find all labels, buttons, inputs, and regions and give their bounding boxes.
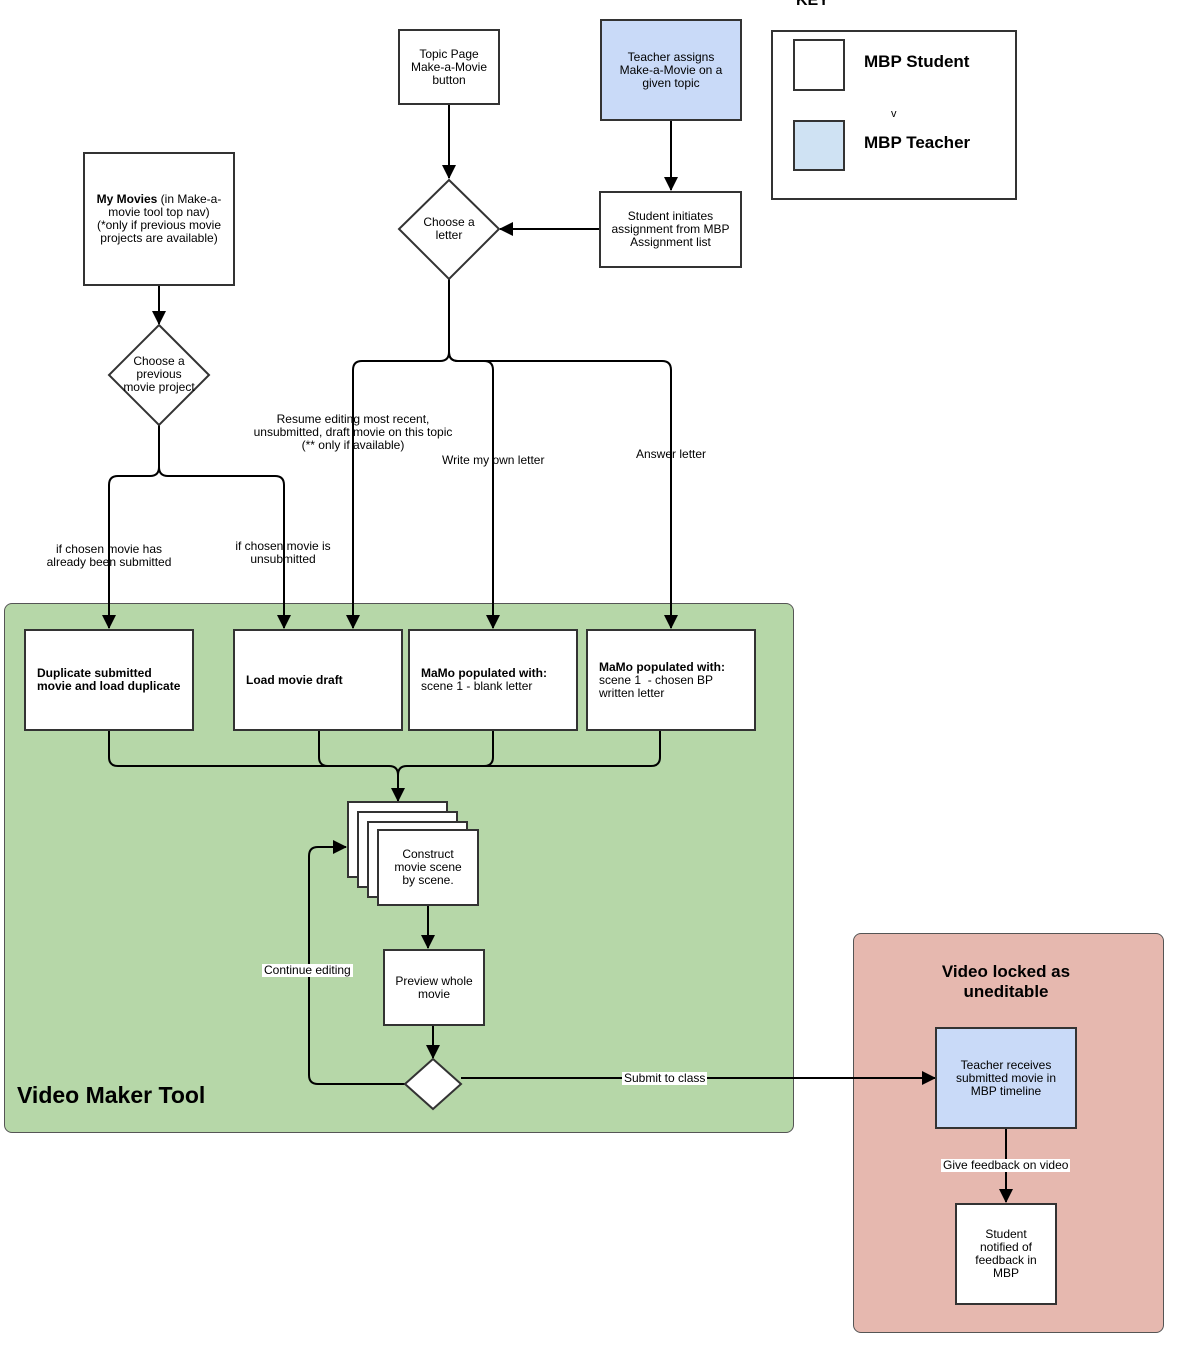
video-maker-tool-title: Video Maker Tool [17,1082,206,1108]
preview-text: Preview whole movie [395,973,473,1001]
teacher-receives-node: Teacher receives submitted movie in MBP … [935,1027,1077,1129]
construct-text: Construct movie scene by scene. [394,847,462,887]
student-initiates-node: Student initiates assignment from MBP As… [599,191,742,268]
edge-label-answer: Answer letter [636,447,707,461]
load-draft-node: Load movie draft [233,629,403,731]
key-student-label: MBP Student [864,52,970,71]
choose-previous-diamond [107,323,211,427]
key-teacher-swatch [793,120,845,171]
choose-letter-diamond [397,178,501,281]
my-movies-text: My Movies (in Make-a-movie tool top nav)… [93,193,225,245]
key-title: KEY [796,0,829,9]
mamo-chosen-bold: MaMo populated with: [599,659,725,674]
topic-page-node: Topic Page Make-a-Movie button [398,29,500,105]
mamo-blank-rest: scene 1 - blank letter [421,679,533,693]
duplicate-node: Duplicate submitted movie and load dupli… [24,629,194,731]
student-notified-text: Student notified of feedback in MBP [975,1227,1037,1280]
key-separator: v [891,108,897,120]
edge-label-unsubmitted: if chosen movie is unsubmitted [235,539,331,566]
student-notified-node: Student notified of feedback in MBP [955,1203,1057,1305]
construct-node: Construct movie scene by scene. [377,829,479,906]
key-teacher-label: MBP Teacher [864,133,971,152]
mamo-chosen-rest: scene 1 - chosen BP written letter [599,672,717,700]
mamo-chosen-text: MaMo populated with: scene 1 - chosen BP… [599,659,729,700]
topic-page-text: Topic Page Make-a-Movie button [410,46,488,87]
mamo-blank-node: MaMo populated with: scene 1 - blank let… [408,629,578,731]
edge-label-give-feedback: Give feedback on video [941,1158,1071,1172]
mamo-blank-bold: MaMo populated with: [421,666,547,680]
teacher-receives-text: Teacher receives submitted movie in MBP … [955,1057,1057,1098]
edge-label-submit-to-class: Submit to class [622,1071,708,1085]
preview-node: Preview whole movie [383,949,485,1026]
student-initiates-text: Student initiates assignment from MBP As… [611,209,730,249]
edge-label-resume: Resume editing most recent, unsubmitted,… [253,412,453,452]
edge-label-continue-editing: Continue editing [262,963,353,977]
choose-previous-text: Choose a previous movie project [123,354,195,394]
my-movies-bold: My Movies [96,192,158,206]
video-locked-title: Video locked as uneditable [941,962,1071,1001]
edge-label-submitted: if chosen movie has already been submitt… [46,542,172,569]
edge-label-write-own: Write my own letter [442,453,545,467]
choose-letter-text: Choose a letter [423,215,475,242]
submit-decision-diamond [403,1057,463,1111]
teacher-assigns-node: Teacher assigns Make-a-Movie on a given … [600,19,742,121]
duplicate-text: Duplicate submitted movie and load dupli… [37,666,181,693]
my-movies-rest: (in Make-a-movie tool top nav) (*only if… [96,192,222,245]
load-draft-text: Load movie draft [246,672,343,687]
mamo-chosen-node: MaMo populated with: scene 1 - chosen BP… [586,629,756,731]
mamo-blank-text: MaMo populated with: scene 1 - blank let… [421,667,571,693]
teacher-assigns-text: Teacher assigns Make-a-Movie on a given … [619,49,723,90]
my-movies-node: My Movies (in Make-a-movie tool top nav)… [83,152,235,286]
key-student-swatch [793,39,845,91]
